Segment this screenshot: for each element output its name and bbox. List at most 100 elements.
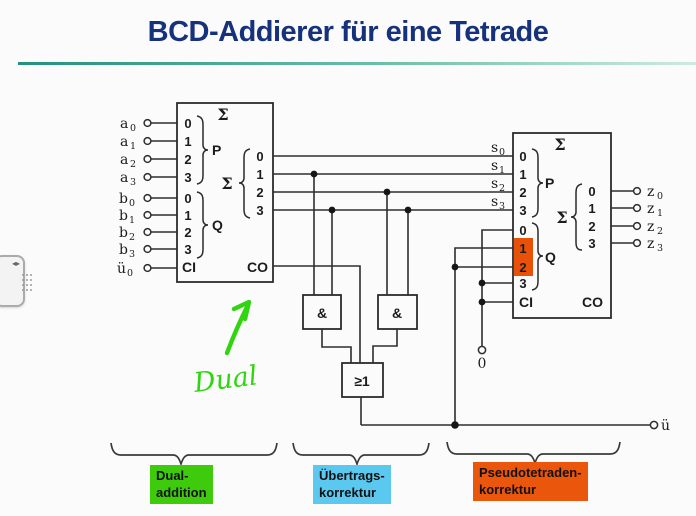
adder2-p-pin2: 2 <box>519 185 526 200</box>
adder1-sigma-label: Σ <box>217 105 228 124</box>
phase-label-uebertragskorrektur: Übertrags- korrektur <box>313 465 391 504</box>
input-sub-b2: 2 <box>129 232 135 243</box>
adder1-p-brace <box>196 115 209 185</box>
output-label-z1: z <box>647 201 654 217</box>
annotation-arrow <box>224 299 252 356</box>
signal-label-s1: s <box>491 158 498 174</box>
input-sub-b1: 1 <box>129 215 135 226</box>
or-gate-box <box>341 362 384 398</box>
output-sub-z0: 0 <box>657 191 663 202</box>
phase-label-pseudotetradenkorrektur: Pseudotetraden- korrektur <box>473 462 588 501</box>
input-sub-b3: 3 <box>129 249 135 260</box>
pin-highlight-orange <box>514 238 533 276</box>
toolbar-handle[interactable]: ◂▸ <box>0 255 32 307</box>
terminal-a3 <box>143 172 152 182</box>
input-label-u0: ü <box>117 261 126 277</box>
input-sub-a0: 0 <box>130 123 136 134</box>
input-label-b2: b <box>119 225 128 241</box>
adder2-q-pin2: 2 <box>519 260 526 275</box>
adder2-p-pin3: 3 <box>519 203 526 218</box>
input-sub-a1: 1 <box>130 141 136 152</box>
output-label-z2: z <box>647 219 654 235</box>
terminal-b1 <box>143 210 152 220</box>
terminal-a0 <box>143 118 152 128</box>
signal-sub-s0: 0 <box>499 147 505 158</box>
input-sub-a2: 2 <box>130 159 136 170</box>
signal-label-s3: s <box>491 194 498 210</box>
adder2-p-pin1: 1 <box>519 167 526 182</box>
grip-dot-grid <box>22 274 32 291</box>
adder1-sum-pin0: 0 <box>256 149 263 164</box>
or-gate-symbol: ≥1 <box>354 373 370 389</box>
output-sub-z2: 2 <box>657 226 663 237</box>
junction-dot <box>383 188 391 196</box>
terminal-z2 <box>632 221 642 231</box>
phase-pseudo-line2: korrektur <box>479 482 537 497</box>
adder2-p-brace <box>531 148 544 218</box>
adder1-sum-brace <box>238 148 251 219</box>
grip-dots-svg <box>22 274 32 291</box>
signal-label-s2: s <box>491 176 498 192</box>
junction-dot <box>478 279 486 287</box>
adder2-sum-pin2: 2 <box>588 219 595 234</box>
adder2-co-label: CO <box>582 294 603 310</box>
phase-underbraces <box>110 441 621 467</box>
expand-arrows-icon[interactable]: ◂▸ <box>11 259 20 268</box>
adder2-ci-label: CI <box>519 294 533 310</box>
adder2-q-pin0: 0 <box>519 223 526 238</box>
terminals <box>143 118 659 430</box>
adder1-q-pin0: 0 <box>184 191 191 206</box>
adder2-sum-brace <box>570 183 583 251</box>
junction-dot <box>328 206 336 214</box>
output-label-z3: z <box>647 236 654 252</box>
adder1-sum-pin3: 3 <box>256 203 263 218</box>
adder1-ci-label: CI <box>182 259 196 275</box>
junction-dot <box>310 170 318 178</box>
adder1-sum-pin1: 1 <box>256 167 263 182</box>
annotation-arrow-head <box>231 299 252 322</box>
signal-sub-s3: 3 <box>499 201 505 212</box>
adder1-p-label: P <box>212 142 221 158</box>
adder1-q-pin1: 1 <box>184 208 191 223</box>
annotation-word: Dual <box>191 360 259 399</box>
adder1-p-pin0: 0 <box>184 116 191 131</box>
adder2-q-brace <box>531 222 544 291</box>
phase-dual-line2: addition <box>156 485 207 500</box>
adder2-box <box>512 132 612 319</box>
wire-q1-correction <box>454 247 513 425</box>
terminal-zero <box>477 345 487 355</box>
underbrace-uebertrag <box>292 442 430 467</box>
braces <box>196 115 583 291</box>
underbrace-dual-addition <box>110 442 278 467</box>
phase-uebertrag-line2: korrektur <box>319 485 377 500</box>
blocks <box>176 102 612 398</box>
wire-and2-out <box>372 329 398 363</box>
adder1-q-brace <box>196 191 209 259</box>
signal-label-s0: s <box>491 140 498 156</box>
wire-co-to-or <box>273 265 361 363</box>
phase-uebertrag-line1: Übertrags- <box>319 468 385 483</box>
adder1-q-label: Q <box>212 217 223 233</box>
adder2-sum-pin3: 3 <box>588 236 595 251</box>
terminal-a2 <box>143 154 152 164</box>
wire-and1-out <box>321 329 352 363</box>
junction-dot <box>404 206 412 214</box>
adder1-box <box>176 102 274 283</box>
phase-pseudo-line1: Pseudotetraden- <box>479 465 582 480</box>
terminal-z1 <box>632 203 642 213</box>
input-label-a0: a <box>120 116 128 132</box>
input-label-b0: b <box>119 191 128 207</box>
input-label-a1: a <box>120 134 128 150</box>
signal-sub-s2: 2 <box>499 183 505 194</box>
adder1-q-pin3: 3 <box>184 242 191 257</box>
input-label-a3: a <box>120 170 128 186</box>
input-label-a2: a <box>120 152 128 168</box>
input-sub-b0: 0 <box>129 198 135 209</box>
adder2-sum-pin0: 0 <box>588 184 595 199</box>
adder1-p-pin3: 3 <box>184 170 191 185</box>
adder2-p-label: P <box>545 175 554 191</box>
underbrace-pseudotetraden <box>446 441 621 466</box>
terminal-a1 <box>143 136 152 146</box>
